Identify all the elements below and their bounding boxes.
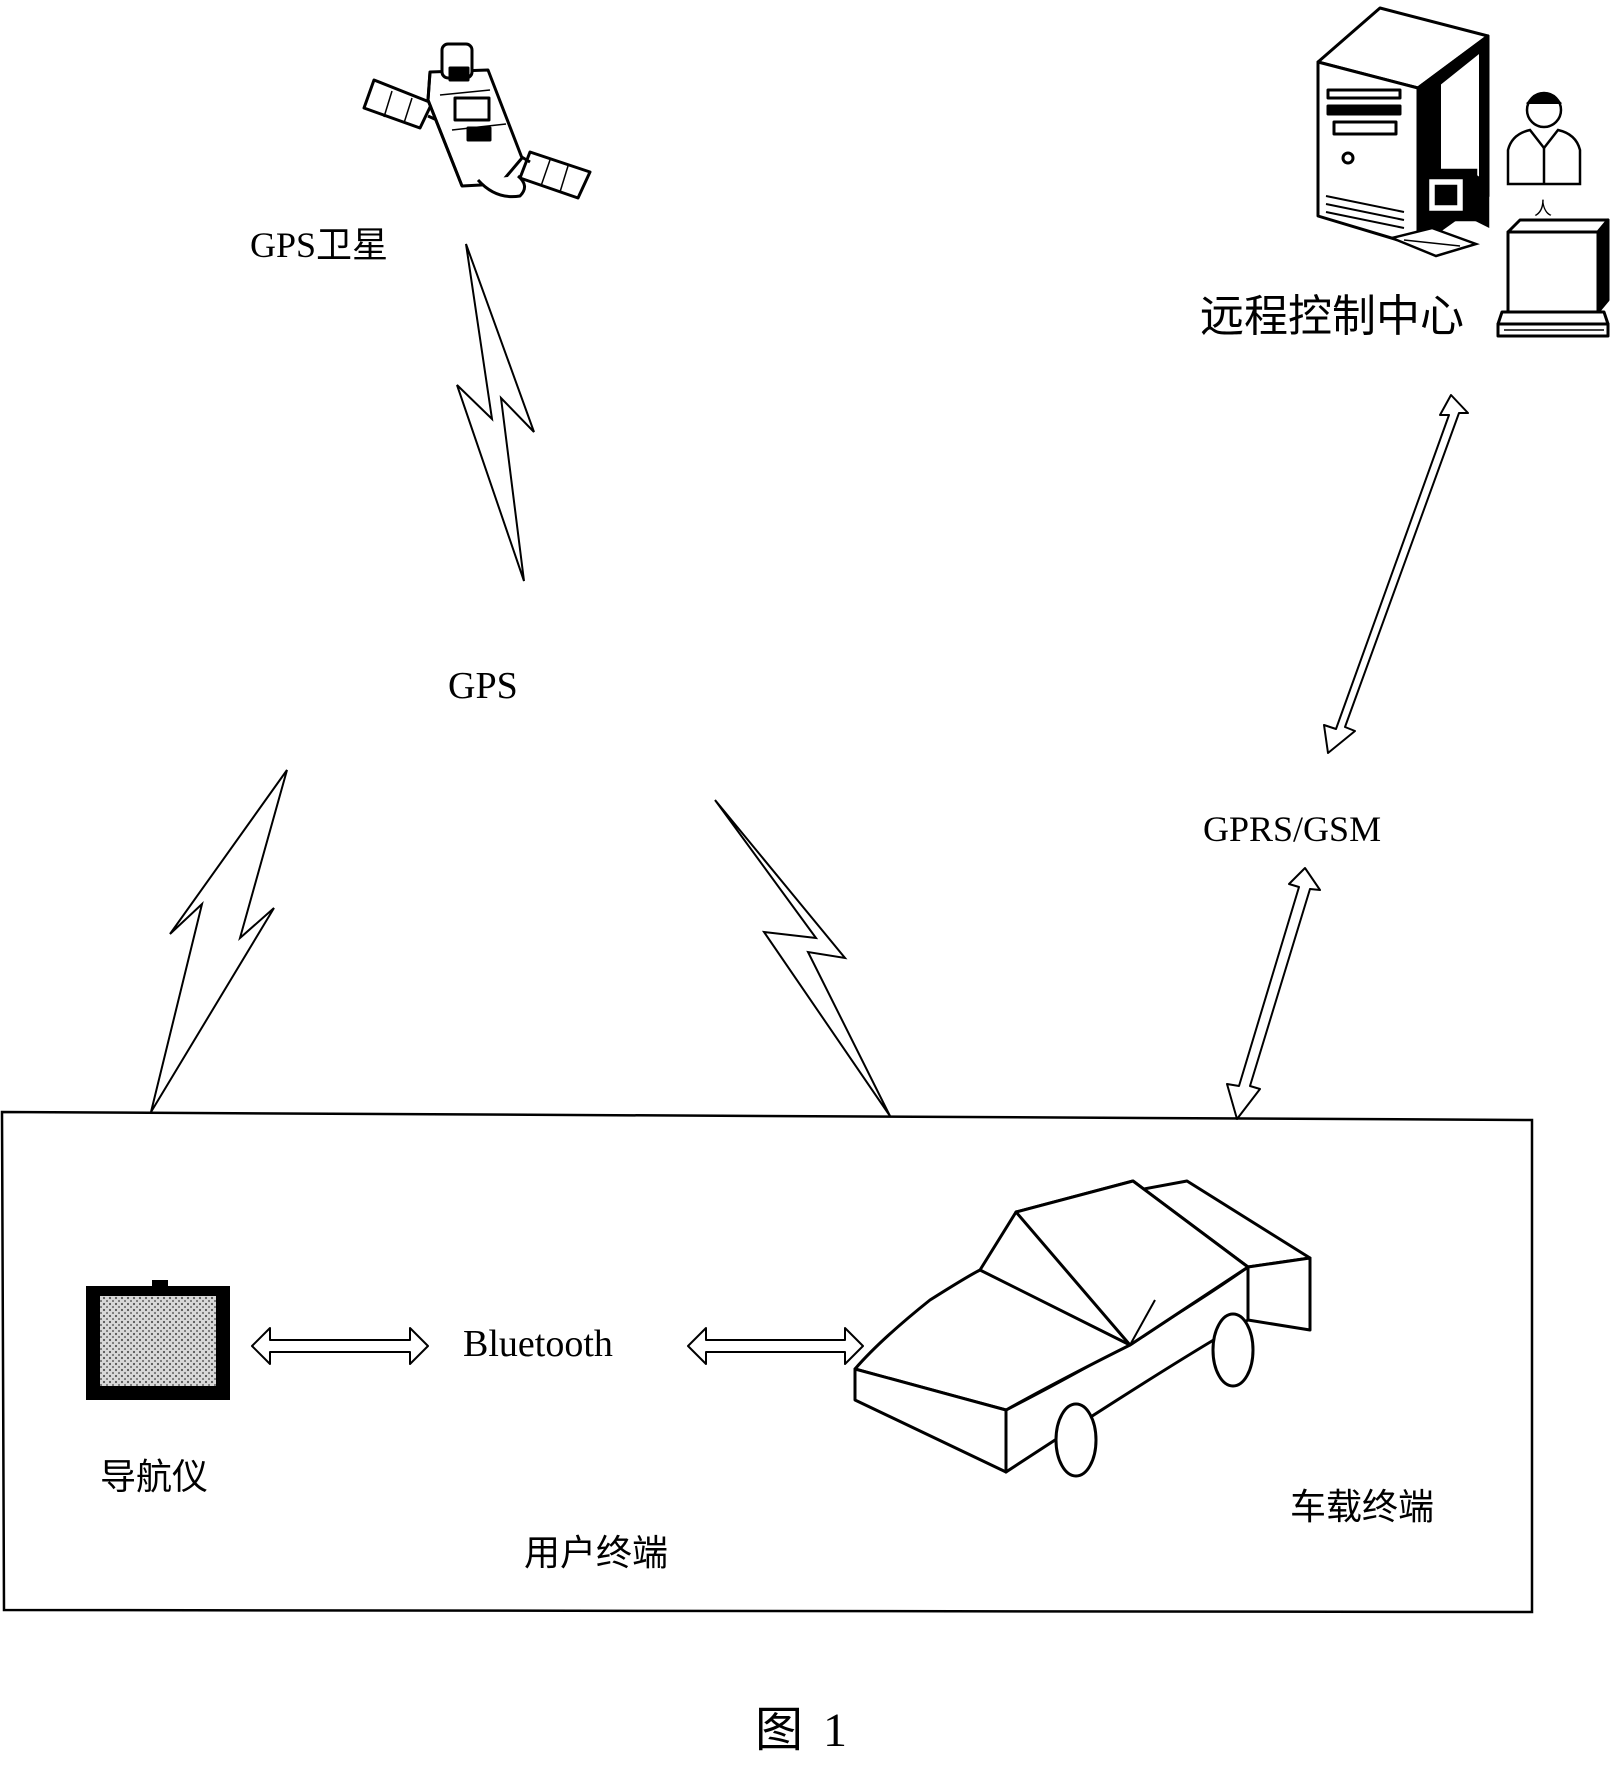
operator-person-icon [1506, 91, 1582, 186]
gps-satellite-label: GPS卫星 [250, 225, 389, 265]
operator-tag: 人 [1534, 199, 1552, 219]
navigator-signal-bolt [150, 769, 288, 1113]
gps-label: GPS [448, 665, 518, 707]
navigation-device-icon [86, 1280, 230, 1400]
remote-control-center-label: 远程控制中心 [1200, 292, 1464, 341]
bluetooth-label: Bluetooth [463, 1323, 613, 1365]
car-windshield-line [1129, 1299, 1156, 1346]
figure-caption: 图 1 [755, 1704, 852, 1757]
gps-signal-bolt [456, 243, 535, 582]
vehicle-signal-bolt [714, 799, 891, 1117]
bluetooth-vehicle-arrow [687, 1327, 864, 1365]
car-icon [853, 1179, 1312, 1478]
vehicle-link-arrow [1226, 867, 1321, 1120]
desktop-computer-icon [1387, 168, 1490, 258]
user-terminal-box [0, 1110, 1534, 1614]
gprs-gsm-label: GPRS/GSM [1203, 809, 1382, 849]
vehicle-terminal-label: 车载终端 [1290, 1487, 1435, 1527]
navigator-bluetooth-arrow [251, 1327, 429, 1365]
satellite-icon [362, 42, 592, 200]
user-terminal-label: 用户终端 [524, 1533, 669, 1573]
remote-link-arrow [1323, 394, 1469, 754]
computer-workstation-icon [1496, 218, 1610, 338]
navigator-label: 导航仪 [100, 1457, 209, 1497]
